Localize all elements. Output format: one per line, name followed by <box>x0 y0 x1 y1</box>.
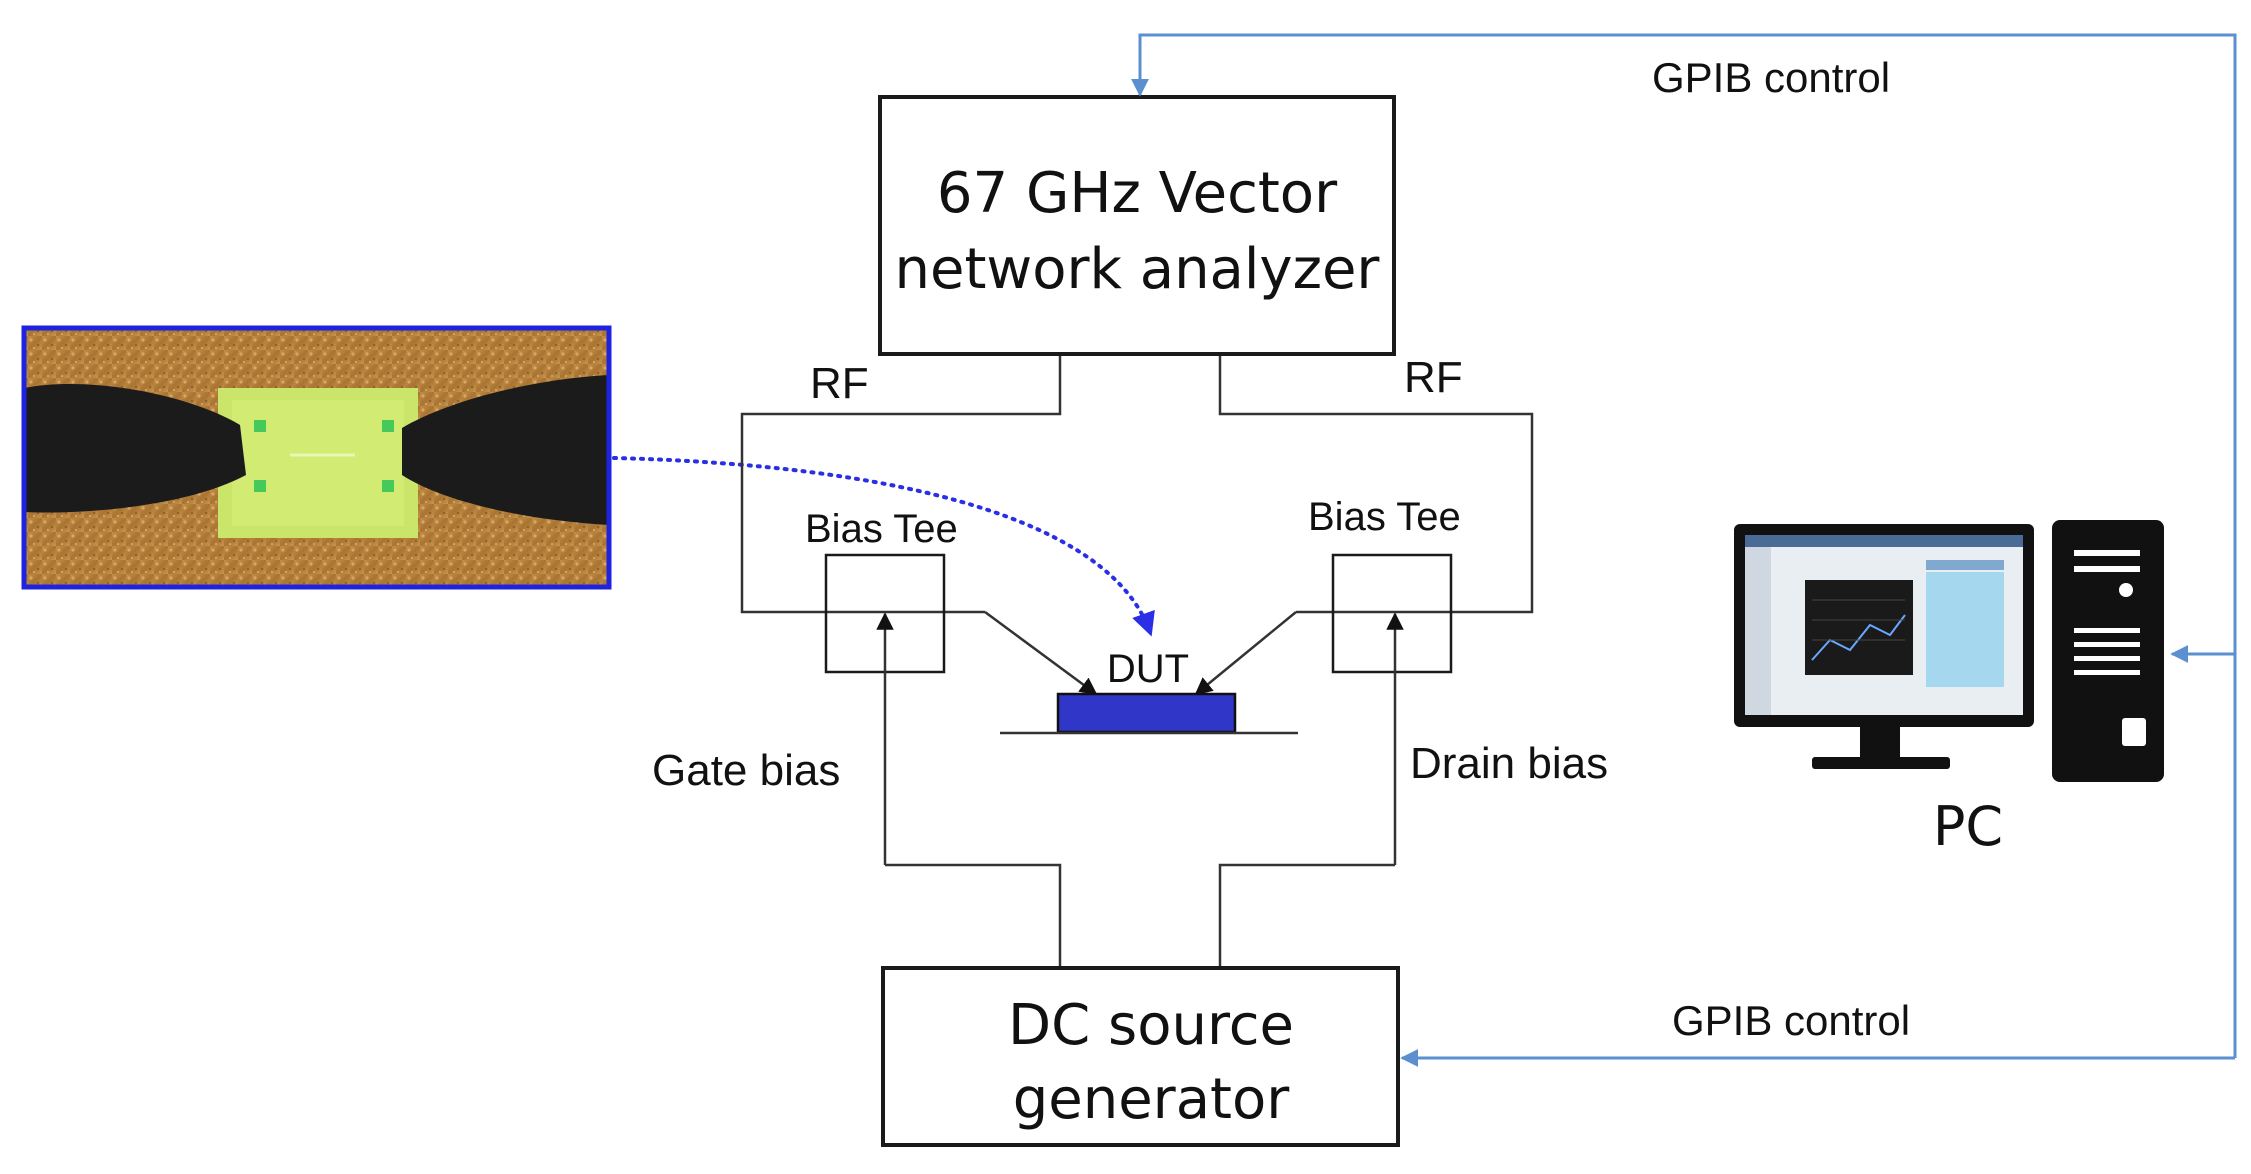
gpib-line-top <box>1131 33 2237 1058</box>
photo-pointer-arrow <box>612 456 1155 637</box>
pad-icon <box>382 420 394 432</box>
photo-border <box>21 325 612 590</box>
pc-label: PC <box>1933 795 2003 858</box>
bias-tee-left <box>824 553 946 865</box>
gate-bias-line <box>885 863 1062 967</box>
dc-source-box: DC source generator <box>881 966 1400 1147</box>
probe-right-icon <box>402 375 609 525</box>
dut: DUT <box>1000 647 1298 735</box>
bias-tee-right <box>1331 553 1453 865</box>
pad-icon <box>254 480 266 492</box>
vna-box: 67 GHz Vector network analyzer <box>878 95 1396 356</box>
drain-bias-label: Drain bias <box>1410 739 1608 788</box>
rf-label-left: RF <box>810 359 869 408</box>
tower-icon <box>2052 520 2164 782</box>
drain-bias-line <box>1218 863 1395 967</box>
dc-title-line1: DC source <box>1008 993 1294 1058</box>
vna-title-line2: network analyzer <box>895 237 1381 302</box>
bias-tee-right-label: Bias Tee <box>1308 495 1461 539</box>
probe-micrograph <box>21 325 612 590</box>
gpib-label-top: GPIB control <box>1652 54 1890 101</box>
probe-left-icon <box>24 383 246 513</box>
rf-cable-left <box>740 356 1062 614</box>
rf-feed-right-arrow <box>1194 611 1297 696</box>
bias-tee-left-label: Bias Tee <box>805 507 958 551</box>
dut-label: DUT <box>1107 647 1189 691</box>
rf-feed-left-arrow <box>984 610 1098 696</box>
dut-block <box>1056 692 1237 734</box>
dc-title-line2: generator <box>1013 1067 1291 1132</box>
gpib-label-bottom: GPIB control <box>1672 997 1910 1044</box>
gate-bias-label: Gate bias <box>652 746 840 795</box>
desktop-computer-icon <box>1734 520 2164 782</box>
vna-title-line1: 67 GHz Vector <box>937 161 1338 226</box>
pad-icon <box>254 420 266 432</box>
rf-cable-right <box>1218 356 1534 614</box>
pad-icon <box>382 480 394 492</box>
rf-label-right: RF <box>1404 353 1463 402</box>
